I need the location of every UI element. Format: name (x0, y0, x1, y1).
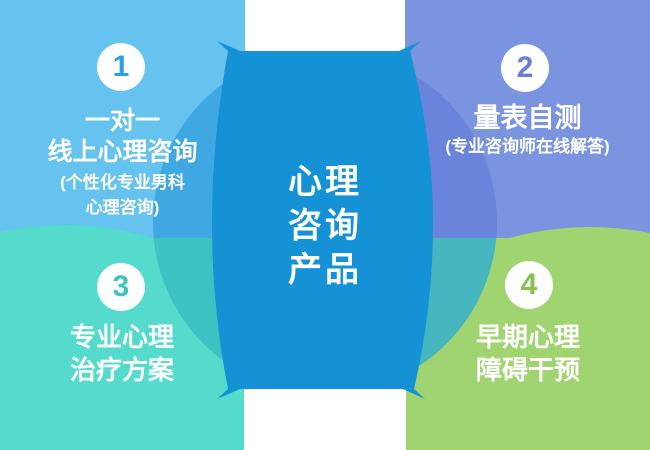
quadrant-3-text: 专业心理 治疗方案 (0, 321, 244, 387)
step-3-number: 3 (112, 270, 130, 303)
quadrant-3-title-line-1: 专业心理 (69, 322, 174, 352)
center-ribbon-path (212, 41, 433, 399)
quadrant-2-text: 量表自测 (专业咨询师在线解答) (405, 102, 650, 158)
step-2-badge: 2 (501, 44, 549, 92)
quadrant-4-text: 早期心理 障碍干预 (406, 321, 650, 387)
quadrant-4-title-line-2: 障碍干预 (475, 355, 580, 385)
center-title-line-2: 咨询 (288, 207, 362, 245)
quadrant-4-title-line-1: 早期心理 (475, 322, 580, 352)
quadrant-1-title-line-2: 线上心理咨询 (47, 138, 198, 166)
quadrant-1-text: 一对一 线上心理咨询 (个性化专业男科 心理咨询) (0, 106, 245, 218)
quadrant-1-note-line-2: 心理咨询) (85, 198, 160, 217)
quadrant-2-title: 量表自测 (473, 103, 582, 133)
step-4-number: 4 (520, 268, 538, 301)
step-3-badge: 3 (97, 263, 145, 311)
center-title-line-3: 产品 (288, 251, 362, 289)
quadrant-1-note-line-1: (个性化专业男科 (60, 173, 185, 192)
step-1-badge: 1 (97, 43, 145, 91)
quadrant-3-title-line-2: 治疗方案 (69, 355, 174, 385)
center-title-line-1: 心理 (288, 163, 362, 201)
step-4-badge: 4 (505, 261, 553, 309)
quadrant-2-note: (专业咨询师在线解答) (445, 137, 610, 156)
quadrant-1-title-line-1: 一对一 (84, 107, 160, 135)
center-title: 心理 咨询 产品 (245, 160, 405, 292)
step-2-number: 2 (516, 51, 534, 84)
step-1-number: 1 (112, 50, 130, 83)
